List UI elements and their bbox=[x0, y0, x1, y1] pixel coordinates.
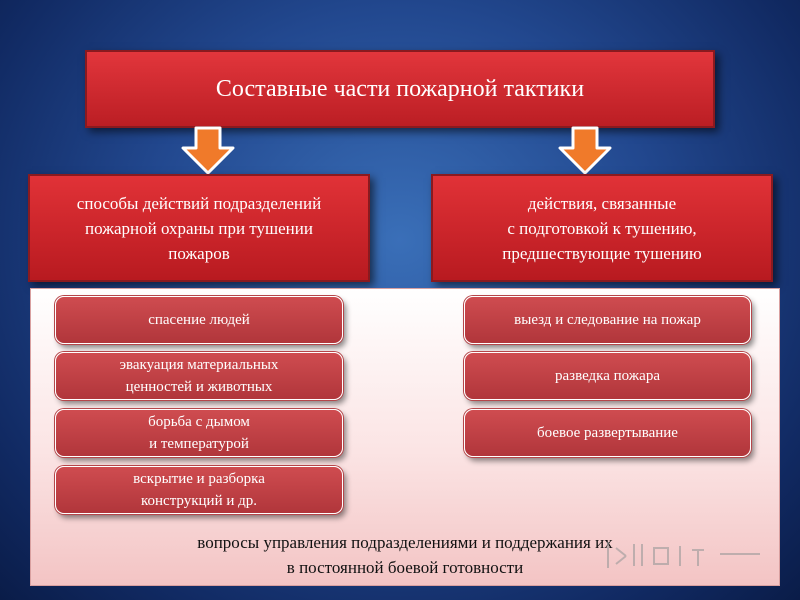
left-item-4-line-1: вскрытие и разборка bbox=[133, 471, 265, 487]
left-header-line-1: способы действий подразделений bbox=[76, 193, 322, 213]
left-item-2-line-2: ценностей и животных bbox=[125, 379, 273, 395]
left-item-opening: вскрытие и разборка конструкций и др. bbox=[55, 466, 343, 514]
right-header-line-1: действия, связанные bbox=[527, 193, 677, 213]
footer-line-1: вопросы управления подразделениями и под… bbox=[197, 533, 613, 552]
right-branch-header: действия, связанные с подготовкой к туше… bbox=[431, 174, 773, 282]
arrow-down-icon-left bbox=[181, 126, 235, 175]
right-item-2-text: разведка пожара bbox=[555, 368, 660, 384]
right-item-3-text: боевое развертывание bbox=[537, 425, 678, 441]
footer-line-2: в постоянной боевой готовности bbox=[286, 558, 524, 577]
left-item-rescue: спасение людей bbox=[55, 296, 343, 344]
left-item-4-line-2: конструкций и др. bbox=[140, 493, 258, 509]
left-branch-header: способы действий подразделений пожарной … bbox=[28, 174, 370, 282]
main-title: Составные части пожарной тактики bbox=[85, 50, 715, 128]
right-header-line-2: с подготовкой к тушению, bbox=[507, 218, 697, 238]
right-item-departure: выезд и следование на пожар bbox=[464, 296, 751, 344]
right-header-line-3: предшествующие тушению bbox=[502, 243, 702, 263]
footer-text: вопросы управления подразделениями и под… bbox=[60, 530, 750, 580]
left-item-2-line-1: эвакуация материальных bbox=[119, 357, 279, 373]
left-item-3-line-2: и температурой bbox=[149, 436, 249, 452]
arrow-down-icon-right bbox=[558, 126, 612, 175]
right-item-1-text: выезд и следование на пожар bbox=[514, 312, 701, 328]
watermark-icon bbox=[607, 542, 760, 568]
main-title-text: Составные части пожарной тактики bbox=[215, 75, 585, 102]
left-item-1-text: спасение людей bbox=[148, 312, 250, 328]
left-item-smoke: борьба с дымом и температурой bbox=[55, 409, 343, 457]
left-header-line-2: пожарной охраны при тушении bbox=[85, 218, 313, 238]
left-item-3-line-1: борьба с дымом bbox=[148, 414, 250, 430]
right-item-reconnaissance: разведка пожара bbox=[464, 352, 751, 400]
right-item-deployment: боевое развертывание bbox=[464, 409, 751, 457]
left-item-evacuation: эвакуация материальных ценностей и живот… bbox=[55, 352, 343, 400]
left-header-line-3: пожаров bbox=[168, 243, 230, 263]
